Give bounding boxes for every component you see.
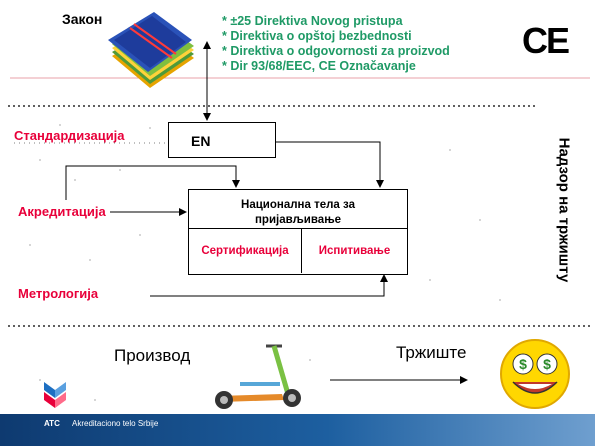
ce-mark: CE bbox=[522, 20, 570, 61]
national-body-box: Национална тела за пријављивање Сертифик… bbox=[188, 189, 408, 275]
dot-texture bbox=[29, 124, 501, 401]
directive-item: * Dir 93/68/EEC, CE Označavanje bbox=[222, 59, 416, 73]
metrology-label: Метрологија bbox=[18, 286, 99, 301]
atc-logo-icon bbox=[44, 382, 66, 408]
footer-org-name: Akreditaciono telo Srbije bbox=[72, 419, 159, 428]
directive-item: * Direktiva o opštoj bezbednosti bbox=[222, 29, 412, 43]
directive-item: * Direktiva o odgovornosti za proizvod bbox=[222, 44, 450, 58]
law-title: Закон bbox=[62, 11, 103, 27]
en-to-national-arrow bbox=[259, 141, 384, 188]
market-surveillance-label: Надзор на тржишту bbox=[541, 92, 587, 328]
money-smiley-icon: $ $ bbox=[500, 339, 570, 409]
market-surveillance-text: Надзор на тржишту bbox=[555, 137, 573, 283]
national-body-line2: пријављивање bbox=[254, 214, 342, 226]
directive-item: * ±25 Direktiva Novog pristupa bbox=[222, 14, 403, 28]
svg-text:$: $ bbox=[519, 356, 527, 372]
market-label: Тржиште bbox=[396, 343, 467, 362]
standardization-label: Стандардизација bbox=[14, 128, 125, 143]
svg-text:$: $ bbox=[543, 356, 551, 372]
footer-org-short: ATC bbox=[44, 419, 60, 428]
product-label: Производ bbox=[114, 346, 191, 365]
directive-list: * ±25 Direktiva Novog pristupa * Direkti… bbox=[222, 14, 450, 74]
metrology-arrow bbox=[150, 274, 388, 297]
accreditation-loop-arrow bbox=[65, 165, 240, 200]
national-body-line1: Национална тела за bbox=[241, 199, 355, 211]
national-body-title: Национална тела за пријављивање bbox=[189, 198, 407, 228]
certification-cell: Сертификација bbox=[189, 228, 302, 273]
testing-cell: Испитивање bbox=[302, 228, 407, 273]
law-book-icon bbox=[108, 12, 194, 88]
footer-bar bbox=[0, 414, 595, 446]
accreditation-label: Акредитација bbox=[18, 204, 106, 219]
en-box: EN bbox=[168, 122, 276, 158]
en-label: EN bbox=[191, 133, 211, 149]
scooter-icon bbox=[215, 344, 301, 409]
